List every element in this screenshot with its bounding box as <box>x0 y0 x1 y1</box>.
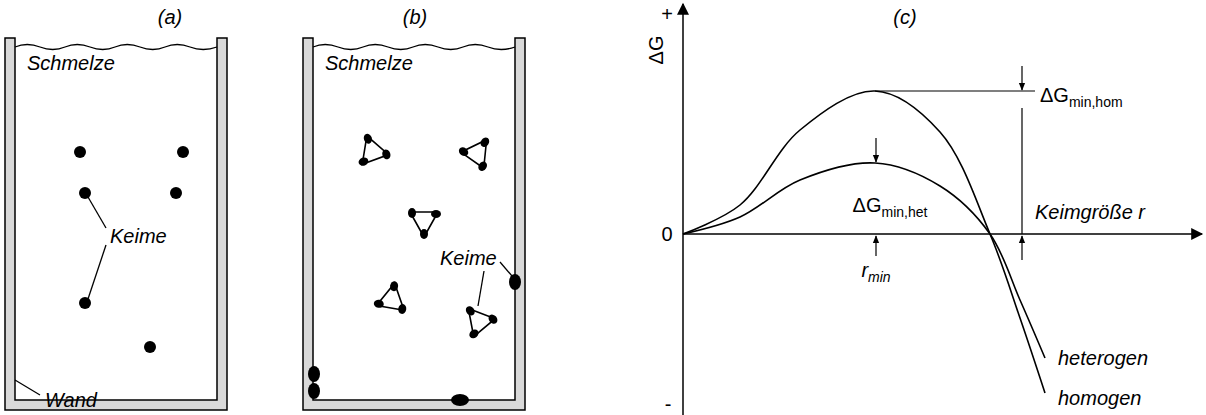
subscript: min,hom <box>1069 94 1123 110</box>
leader-line <box>88 197 106 228</box>
crucible <box>303 38 525 410</box>
panel-label: (c) <box>893 6 916 28</box>
wall-nucleus <box>451 394 469 406</box>
axis-sign: + <box>661 3 673 25</box>
wall-nucleus <box>308 383 320 399</box>
nucleus <box>170 187 182 199</box>
leader-line <box>15 380 40 395</box>
nucleus <box>144 341 156 353</box>
panel-label: (a) <box>158 6 182 28</box>
nucleus <box>79 187 91 199</box>
nucleus-label: Keime <box>110 225 167 247</box>
melt-label: Schmelze <box>325 52 413 74</box>
symbol: ΔG <box>853 194 882 216</box>
energy-barrier-label: ΔGmin,het <box>853 194 928 216</box>
wall-nucleus <box>308 366 320 382</box>
foreign-particle <box>454 297 499 342</box>
nucleus-label: Keime <box>440 247 497 269</box>
melt-surface <box>313 45 515 50</box>
dimension-line <box>1021 108 1022 234</box>
foreign-particle <box>350 129 392 169</box>
nucleus <box>74 146 86 158</box>
foreign-particle <box>408 208 441 239</box>
axis <box>682 4 684 415</box>
reference-line <box>875 90 1035 91</box>
energy-chart <box>683 4 1202 415</box>
curve-label: heterogen <box>1058 347 1148 369</box>
nucleus <box>79 297 91 309</box>
leader-line <box>88 245 106 299</box>
subscript: min <box>868 269 891 285</box>
dimension-arrow <box>1021 236 1022 260</box>
heterogeneous-curve <box>683 163 1045 358</box>
axis <box>683 233 1202 235</box>
panel-label: (b) <box>403 6 427 28</box>
wall-nucleus <box>509 274 521 290</box>
subscript: min,het <box>882 204 928 220</box>
axis-title: Keimgröße r <box>1035 201 1145 223</box>
melt-label: Schmelze <box>27 52 115 74</box>
crucible <box>5 38 227 410</box>
symbol: ΔG <box>1040 84 1069 106</box>
axis-origin: 0 <box>661 223 672 245</box>
homogeneous-curve <box>683 91 1045 393</box>
nucleus <box>177 146 189 158</box>
crucible-wall <box>303 38 525 410</box>
dimension-arrow <box>1021 66 1022 90</box>
axis-title: ΔG <box>645 36 667 65</box>
energy-barrier-label: ΔGmin,hom <box>1040 84 1123 106</box>
wall-label: Wand <box>45 389 97 411</box>
leader-line <box>500 262 512 276</box>
leader-line <box>478 271 484 306</box>
foreign-particle <box>373 278 411 314</box>
symbol: r <box>861 259 868 281</box>
curve-label: homogen <box>1058 387 1141 409</box>
dimension-arrow <box>875 138 876 162</box>
axis-sign: - <box>665 393 672 415</box>
melt-surface <box>15 45 217 50</box>
crucible-wall <box>5 38 227 410</box>
critical-radius-label: rmin <box>861 259 890 281</box>
foreign-particle <box>456 128 501 172</box>
dimension-arrow <box>875 236 876 256</box>
